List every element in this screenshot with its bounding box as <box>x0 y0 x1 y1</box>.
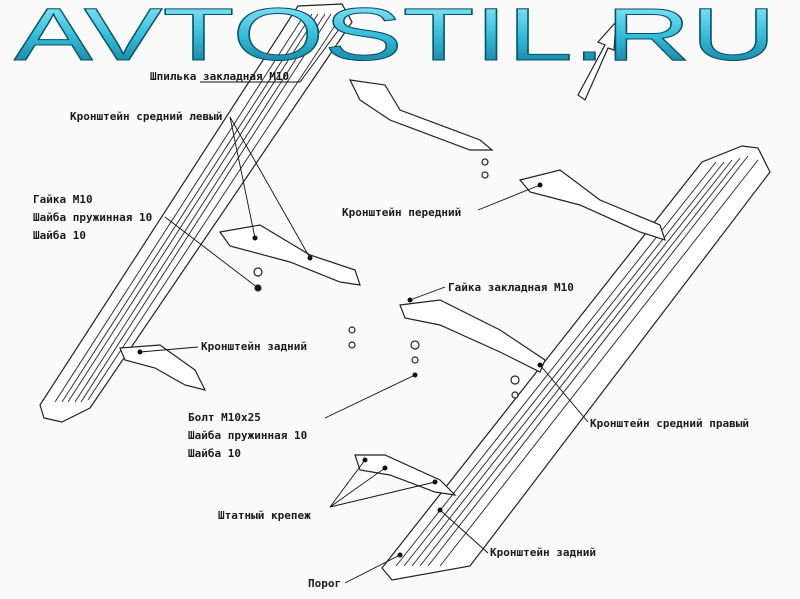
arrow-icon <box>577 20 617 101</box>
bracket-mid-left <box>218 224 361 286</box>
label-washer: Шайба 10 <box>33 229 86 242</box>
watermark-logo: AVTOSTIL.RU <box>14 0 776 76</box>
label-stud: Шпилька закладная М10 <box>150 70 289 83</box>
label-bracket-mid-right: Кронштейн средний правый <box>590 417 749 430</box>
bracket-mid-right <box>399 299 546 373</box>
label-nut: Гайка М10 <box>33 193 93 206</box>
label-standard-fasteners: Штатный крепеж <box>218 509 311 522</box>
bracket-front <box>518 169 666 241</box>
label-bolt-spring-washer: Шайба пружинная 10 <box>188 429 307 442</box>
bracket-rear-right <box>354 454 457 496</box>
leader-lines <box>137 25 589 584</box>
label-bracket-mid-left: Кронштейн средний левый <box>70 110 222 123</box>
label-bracket-rear-right: Кронштейн задний <box>490 546 596 559</box>
right-running-board <box>381 145 771 581</box>
label-sill: Порог <box>308 577 341 590</box>
bracket-rear-left <box>119 344 207 391</box>
label-bracket-front: Кронштейн передний <box>342 206 461 219</box>
left-running-board <box>39 3 353 423</box>
label-bolt: Болт М10х25 <box>188 411 261 424</box>
label-bracket-rear-left: Кронштейн задний <box>201 340 307 353</box>
bracket-top <box>348 79 494 151</box>
label-embedded-nut: Гайка закладная М10 <box>448 281 574 294</box>
label-spring-washer: Шайба пружинная 10 <box>33 211 152 224</box>
label-bolt-washer: Шайба 10 <box>188 447 241 460</box>
